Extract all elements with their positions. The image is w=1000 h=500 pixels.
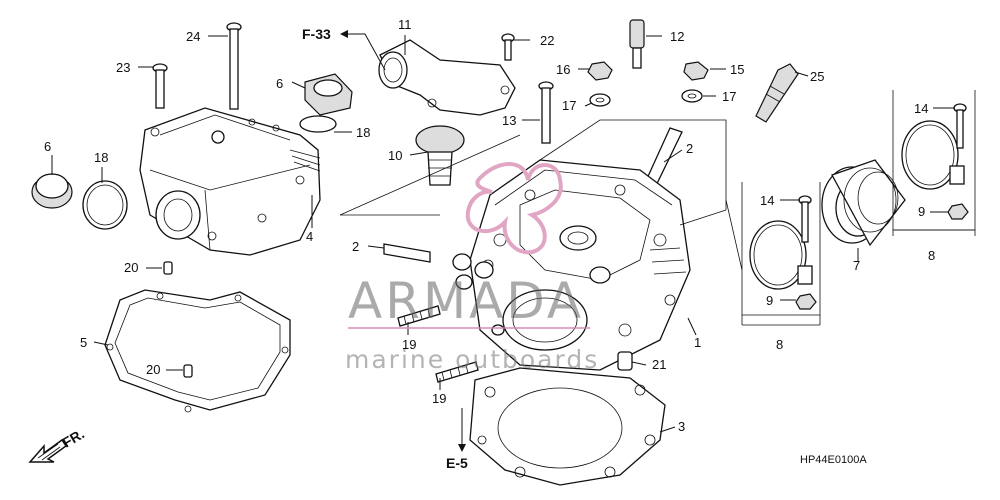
oil-filler-cap xyxy=(31,173,73,209)
callout-9-right: 9 xyxy=(918,204,925,219)
bolt-23 xyxy=(152,63,168,109)
callout-24: 24 xyxy=(186,29,200,44)
callout-9-left: 9 xyxy=(766,293,773,308)
reference-arrows xyxy=(340,30,466,452)
clamp-screw-14-left xyxy=(798,195,812,243)
o-ring-top xyxy=(299,115,337,133)
callout-20-top: 20 xyxy=(124,260,138,275)
callout-1: 1 xyxy=(694,335,701,350)
intake-clamp-right xyxy=(901,120,965,190)
watermark-tagline: marine outboards xyxy=(345,345,599,374)
front-arrow-icon xyxy=(28,438,68,463)
bolt-13 xyxy=(538,81,554,144)
clamp-screw-14-right xyxy=(953,103,967,149)
washer-17-left xyxy=(589,93,611,107)
callout-labels: 24 23 6 18 6 18 4 20 5 20 11 22 12 16 15… xyxy=(44,17,935,434)
callout-19-upper: 19 xyxy=(402,337,416,352)
dowel-pin-20-top xyxy=(163,261,173,275)
assembly-frame xyxy=(339,119,743,271)
callout-2-left: 2 xyxy=(352,239,359,254)
callout-16: 16 xyxy=(556,62,570,77)
callout-5: 5 xyxy=(80,335,87,350)
callout-20-bottom: 20 xyxy=(146,362,160,377)
valve-guide-left xyxy=(383,243,431,263)
callout-13: 13 xyxy=(502,113,516,128)
cylinder-head-gasket xyxy=(469,367,666,486)
callout-12: 12 xyxy=(670,29,684,44)
o-ring-seals xyxy=(452,253,505,336)
dowel-pin-21 xyxy=(617,351,633,371)
head-cover-gasket xyxy=(104,289,291,413)
callout-17-left: 17 xyxy=(562,98,576,113)
callout-14-left: 14 xyxy=(760,193,774,208)
callout-8-left: 8 xyxy=(776,337,783,352)
thermostat-cover xyxy=(378,39,516,116)
temperature-sensor xyxy=(629,19,645,69)
group-bracket-left xyxy=(741,182,821,326)
ref-e5: E-5 xyxy=(446,455,468,471)
dowel-pin-20-bottom xyxy=(183,364,193,378)
callout-3: 3 xyxy=(678,419,685,434)
clamp-nut-9-left xyxy=(795,293,817,310)
callout-25: 25 xyxy=(810,69,824,84)
callout-6-left: 6 xyxy=(44,139,51,154)
watermark: ARMADA marine outboards xyxy=(345,162,599,374)
callout-23: 23 xyxy=(116,60,130,75)
stud-bolt-lower xyxy=(435,361,479,383)
bolt-24 xyxy=(226,22,242,110)
bolt-22 xyxy=(501,33,515,61)
callout-10: 10 xyxy=(388,148,402,163)
spark-plug xyxy=(755,63,799,123)
callout-2-right: 2 xyxy=(686,141,693,156)
callout-4: 4 xyxy=(306,229,313,244)
leader-lines xyxy=(51,33,955,450)
callout-18-top: 18 xyxy=(356,125,370,140)
callout-11: 11 xyxy=(398,17,412,32)
clamp-nut-9-right xyxy=(947,203,969,220)
o-ring-left xyxy=(82,180,128,230)
callout-14-right: 14 xyxy=(914,101,928,116)
diagram-code: HP44E0100A xyxy=(800,454,867,466)
callout-17-right: 17 xyxy=(722,89,736,104)
thermostat xyxy=(415,125,465,186)
callout-19-lower: 19 xyxy=(432,391,446,406)
callout-6-top: 6 xyxy=(276,76,283,91)
intake-insulator xyxy=(821,159,906,247)
ref-f33: F-33 xyxy=(302,26,331,42)
callout-8-right: 8 xyxy=(928,248,935,263)
intake-clamp-left xyxy=(749,220,813,290)
callout-15: 15 xyxy=(730,62,744,77)
cylinder-head-cover xyxy=(139,107,321,256)
washer-17-right xyxy=(681,89,703,103)
breather-cap xyxy=(304,73,353,116)
cylinder-head xyxy=(469,159,691,385)
nut-15 xyxy=(683,61,709,81)
watermark-brand: ARMADA xyxy=(348,272,584,330)
stud-bolt-upper xyxy=(397,305,441,327)
callout-22: 22 xyxy=(540,33,554,48)
callout-7: 7 xyxy=(853,258,860,273)
callout-21: 21 xyxy=(652,357,666,372)
group-bracket-right xyxy=(892,90,976,236)
nut-16 xyxy=(587,61,613,81)
callout-18-left: 18 xyxy=(94,150,108,165)
